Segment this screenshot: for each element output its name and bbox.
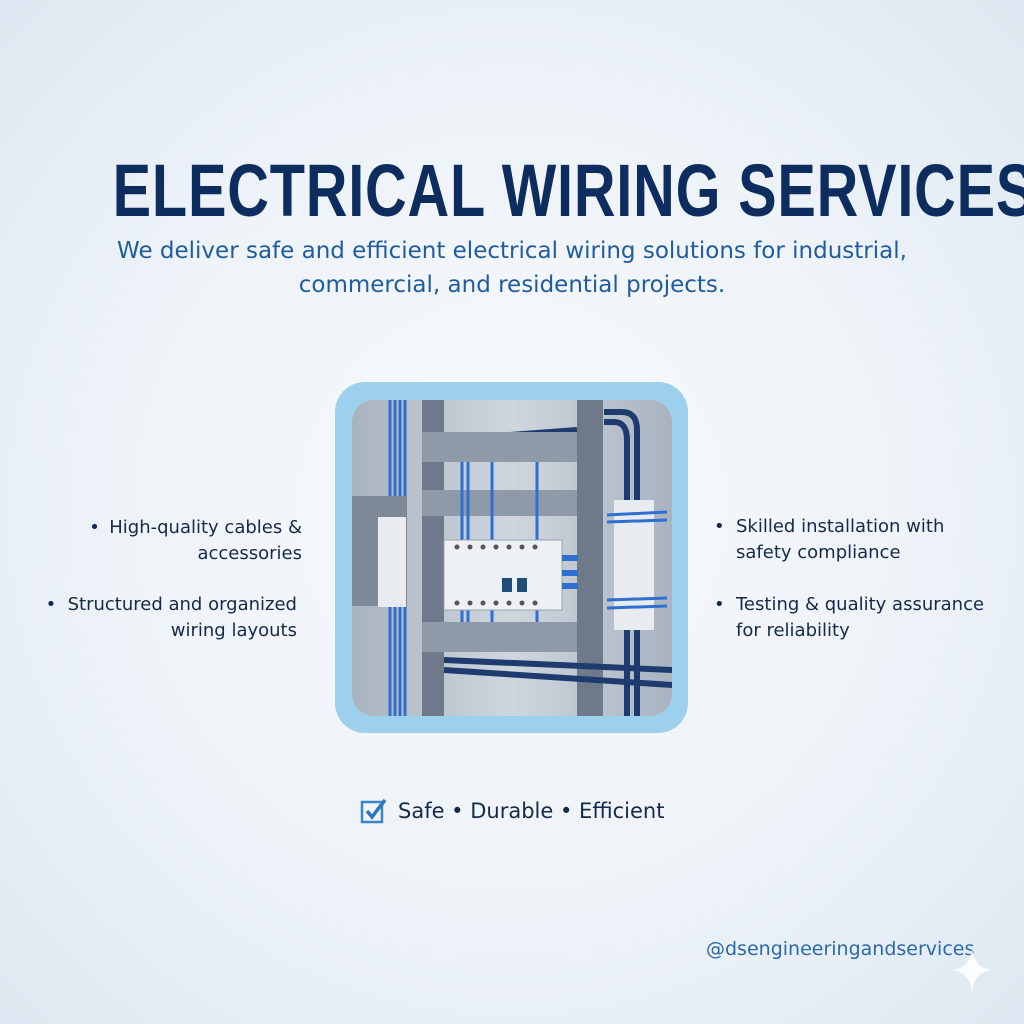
checkbox-checked-icon [360,798,387,824]
feature-text: safety compliance [736,542,901,563]
bullet-icon: • [45,594,57,615]
panel-image-frame [335,382,688,733]
feature-text: wiring layouts [170,620,297,641]
feature-right-1: • Skilled installation with safety compl… [714,514,945,566]
feature-text: for reliability [736,620,850,641]
feature-text: accessories [197,543,302,564]
page-title: ELECTRICAL WIRING SERVICES [112,149,1024,232]
feature-text: Structured and organized [67,594,297,615]
social-handle: @dsengineeringandservices [706,938,975,960]
subtitle: We deliver safe and efficient electrical… [100,234,924,302]
sparkle-icon [952,948,992,992]
feature-text: Testing & quality assurance [736,594,985,615]
subtitle-line-2: commercial, and residential projects. [298,272,726,298]
feature-left-1: • High-quality cables & accessories [89,515,302,567]
tagline: Safe • Durable • Efficient [360,797,664,825]
electrical-panel-illustration [352,400,672,716]
bullet-icon: • [89,517,100,538]
bullet-icon: • [714,594,725,615]
tagline-text: Safe • Durable • Efficient [398,799,665,823]
feature-left-2: • Structured and organized wiring layout… [46,592,297,644]
feature-text: Skilled installation with [736,516,945,537]
feature-right-2: • Testing & quality assurance for reliab… [714,592,985,644]
subtitle-line-1: We deliver safe and efficient electrical… [117,238,907,264]
feature-text: High-quality cables & [109,517,302,538]
bullet-icon: • [714,516,725,537]
